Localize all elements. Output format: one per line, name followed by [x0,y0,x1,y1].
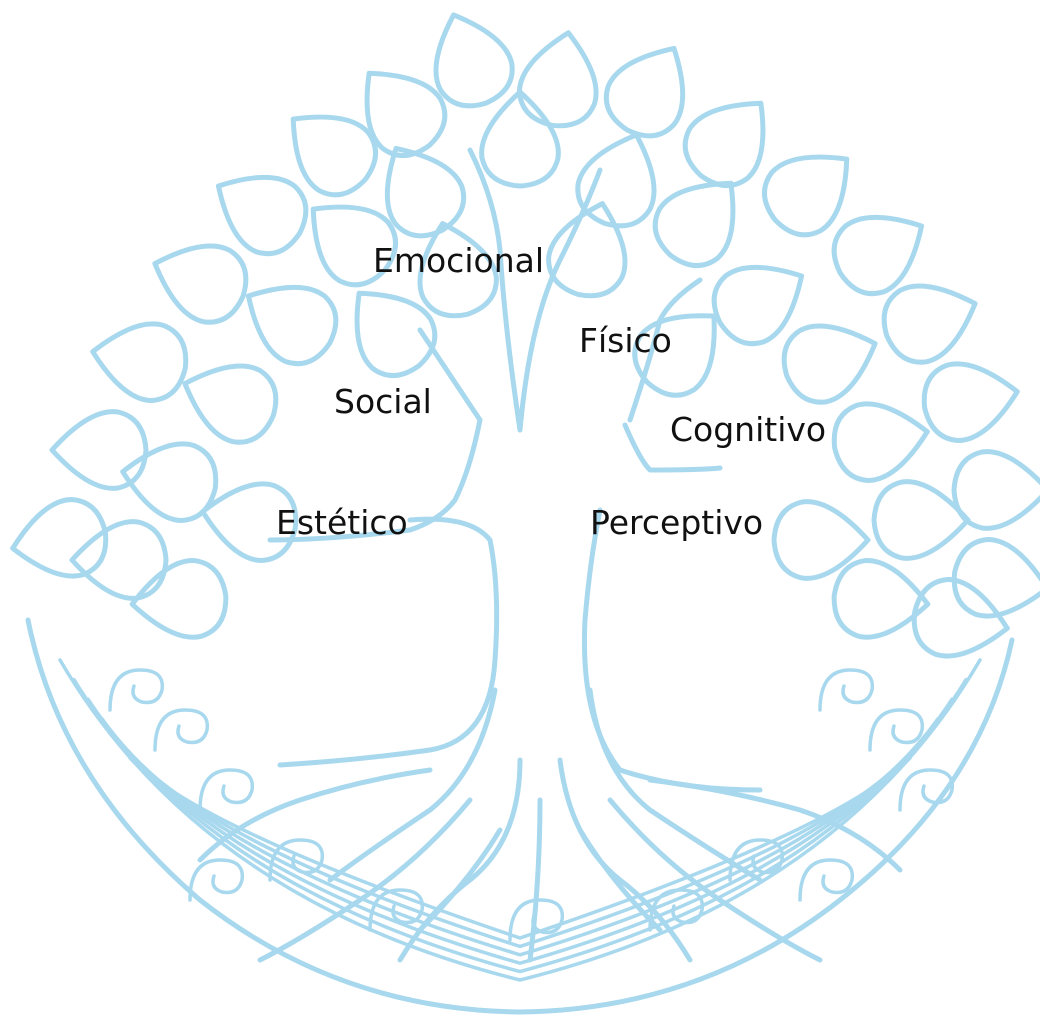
wave-swirl [820,670,872,710]
wave-swirl [200,770,252,810]
leaf [289,180,410,299]
label-estetico: Estético [276,506,408,539]
leaf [482,92,559,186]
label-fisico: Físico [579,324,672,357]
leaf [828,394,934,486]
wave-swirl [110,670,162,710]
leaf [142,228,257,332]
leaf [330,269,449,390]
wave-band [88,699,952,963]
tree-roots [200,690,900,960]
leaf [750,130,871,249]
leaf [874,268,989,372]
wave-swirl [870,710,922,750]
leaf [86,314,192,406]
leaf-canopy [6,2,1040,666]
leaf [52,412,146,489]
label-perceptivo: Perceptivo [590,506,763,539]
leaf [418,2,522,117]
label-cognitivo: Cognitivo [670,413,826,446]
base-waves [60,660,980,980]
leaf [541,194,639,305]
wave-swirl [190,860,242,900]
label-emocional: Emocional [373,244,544,277]
leaf [514,26,606,132]
leaf [908,574,1014,666]
leaf [72,522,166,599]
wave-swirl [155,710,207,750]
leaf [172,348,287,452]
label-social: Social [334,385,432,418]
leaf [918,354,1024,446]
leaf [774,308,889,412]
leaf [129,558,229,643]
leaf [269,90,390,209]
